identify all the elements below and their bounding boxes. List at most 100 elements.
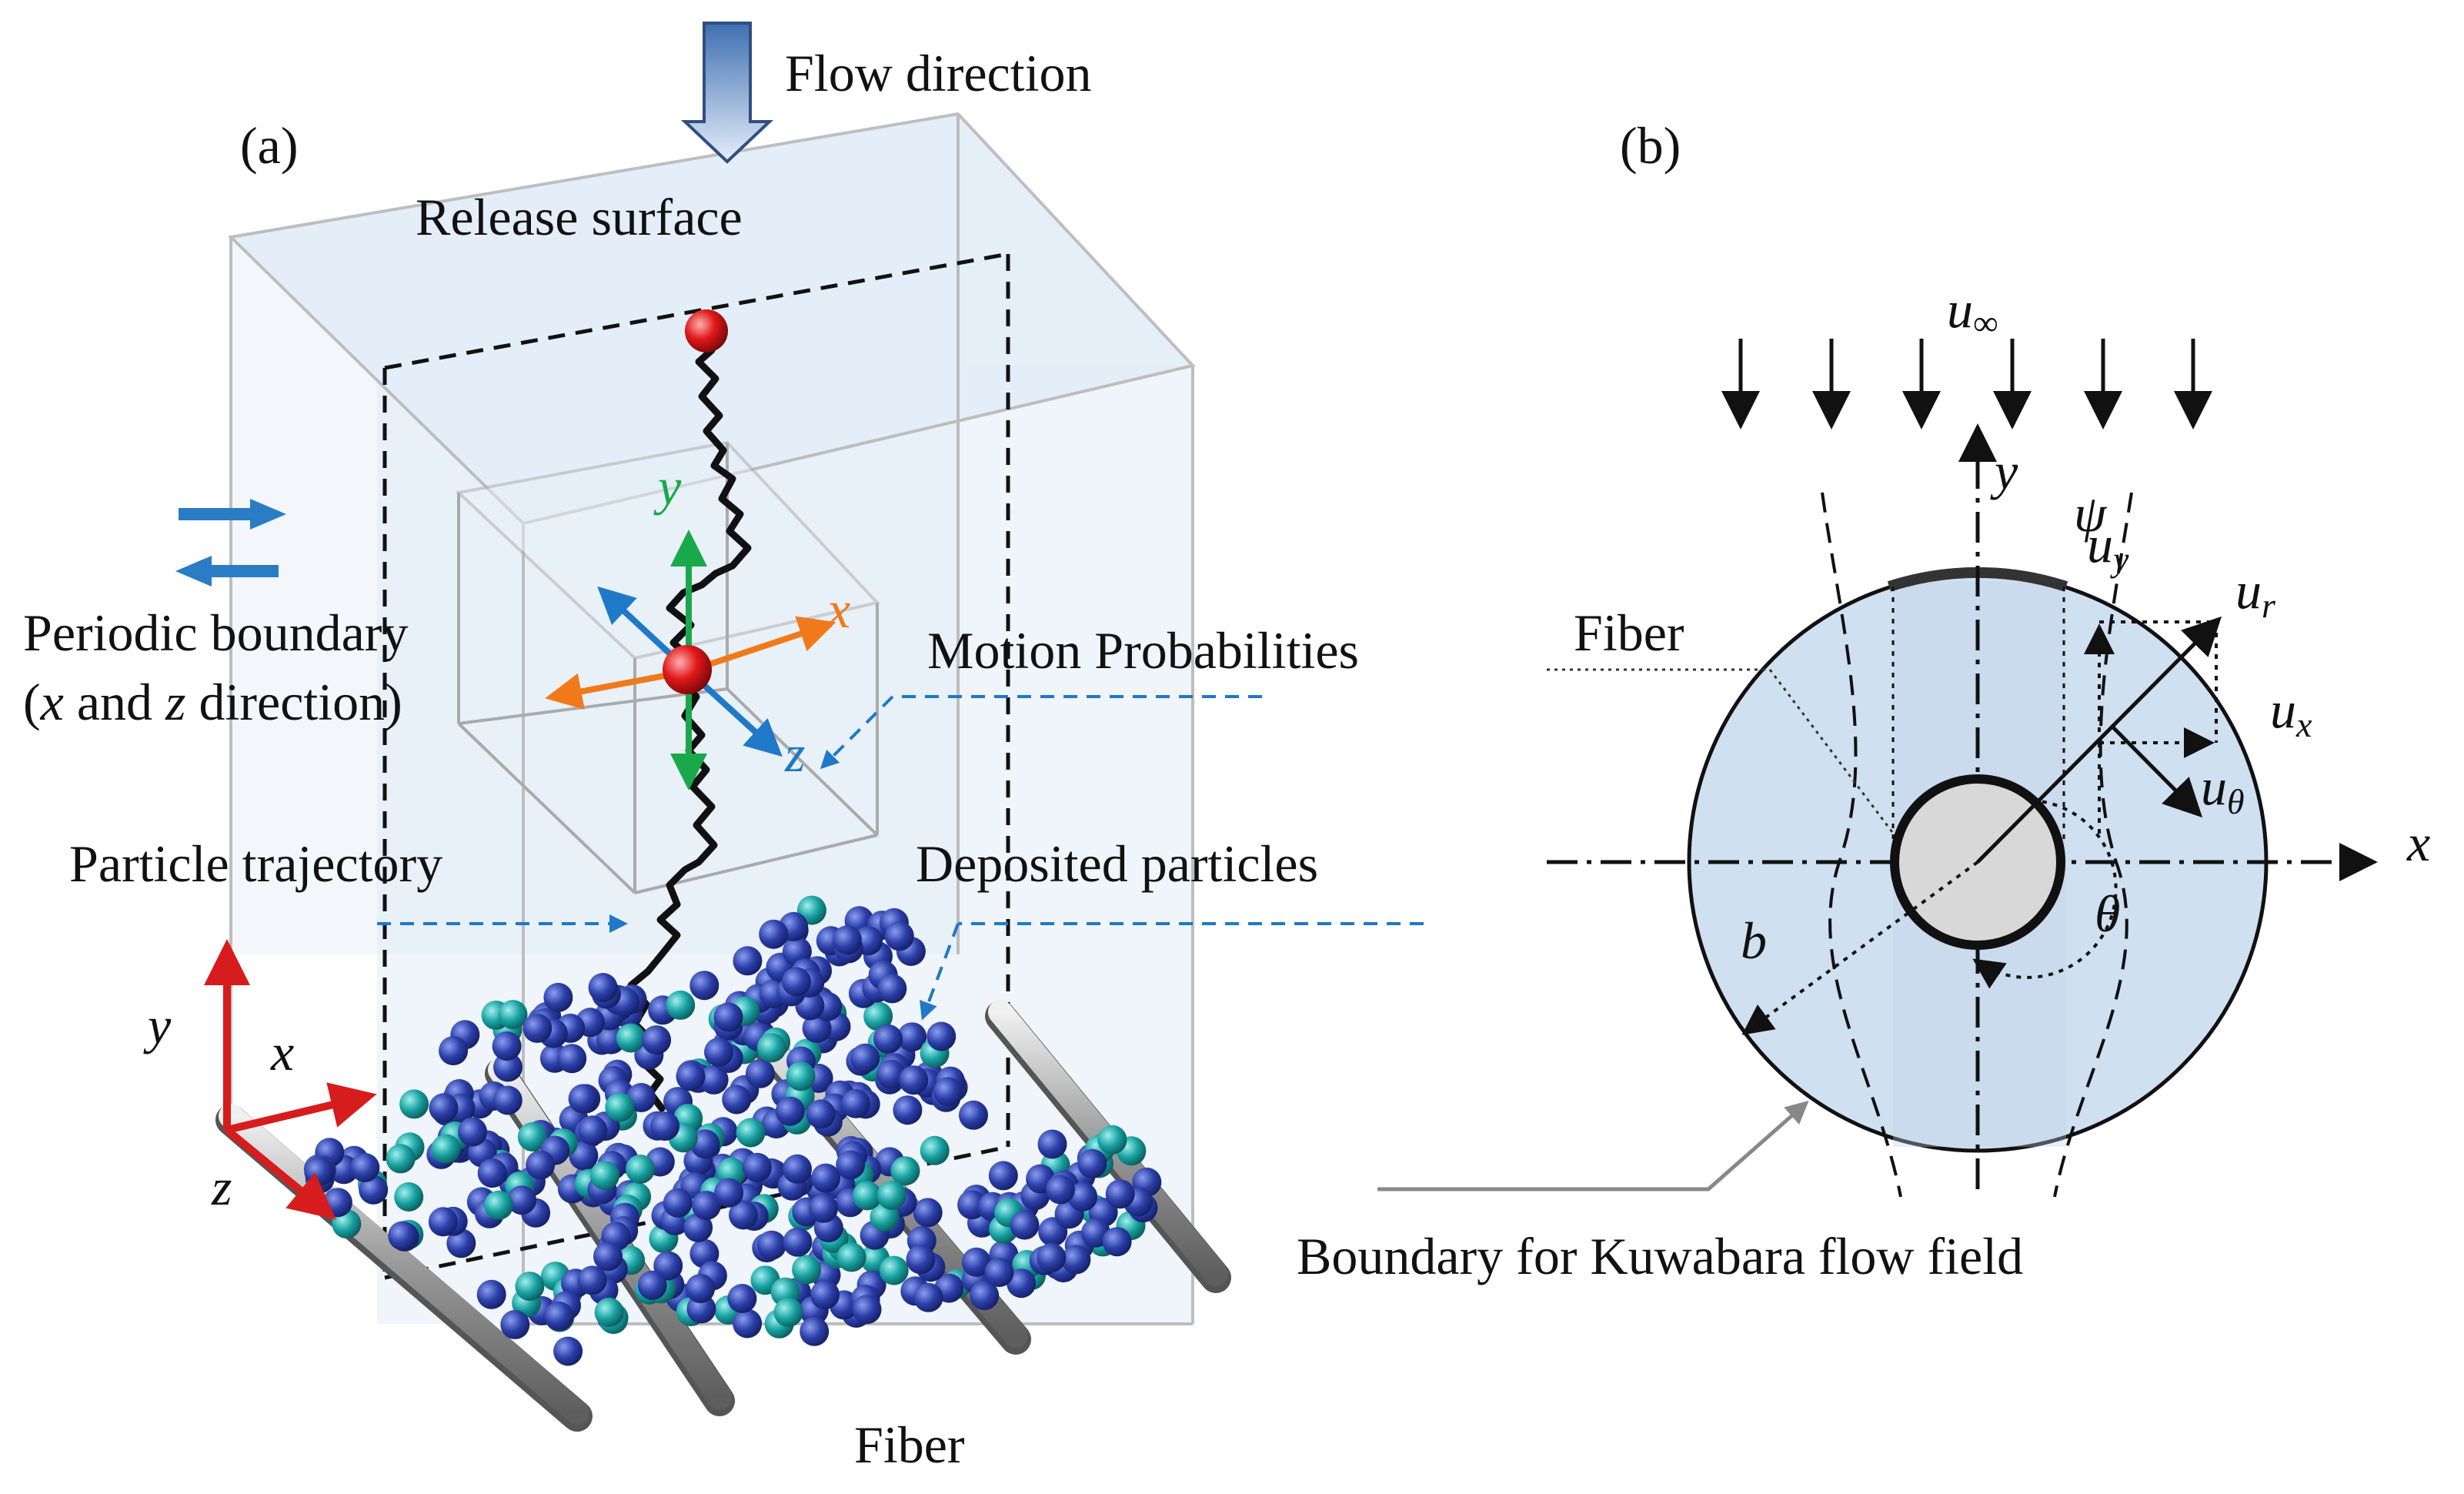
deposited-particle	[458, 1117, 488, 1147]
deposited-particle	[388, 1221, 418, 1251]
deposited-particle	[906, 1245, 936, 1275]
deposited-particle	[439, 1036, 469, 1066]
deposited-particle	[897, 1022, 927, 1052]
panel-b: (b) u∞ y x	[1297, 116, 2430, 1285]
free-stream-arrows	[1721, 339, 2212, 429]
deposited-particle	[841, 1088, 871, 1118]
deposited-particle	[523, 1013, 553, 1043]
deposited-particle	[783, 1227, 813, 1257]
deposited-particle	[1077, 1148, 1107, 1178]
x-axis-label: x	[2406, 814, 2430, 872]
deposited-particle	[626, 1155, 655, 1184]
deposited-particle	[476, 1279, 506, 1309]
deposited-particle	[477, 1158, 507, 1188]
deposited-particle	[359, 1175, 389, 1205]
deposited-particles-label: Deposited particles	[916, 834, 1318, 893]
deposited-particles-leader-tip	[920, 923, 960, 1021]
deposited-particle	[899, 1065, 929, 1095]
deposited-particle	[959, 1100, 988, 1130]
deposited-particle	[666, 990, 696, 1020]
deposited-particle	[446, 1228, 476, 1258]
release-surface-label: Release surface	[416, 188, 743, 246]
deposited-particle	[792, 1255, 822, 1285]
deposited-particle	[809, 1193, 839, 1223]
deposited-particle	[756, 1230, 786, 1260]
deposited-particle	[1046, 1175, 1075, 1205]
deposited-particle	[745, 1058, 775, 1088]
deposited-particle	[428, 1207, 458, 1237]
deposited-particle	[500, 1309, 530, 1339]
deposited-particle	[568, 1084, 598, 1114]
deposited-particle	[1007, 1268, 1037, 1298]
deposited-particle	[920, 1135, 950, 1165]
deposited-particle	[890, 1156, 920, 1186]
deposited-particle	[884, 921, 914, 951]
deposited-particle	[713, 1002, 743, 1032]
probe-z-label: z	[784, 724, 805, 783]
b-radius	[1741, 861, 1979, 1035]
panel-b-label: (b)	[1620, 116, 1681, 175]
deposited-particle	[1105, 1179, 1135, 1209]
deposited-particle	[879, 1255, 909, 1285]
panel-a: (a) Flow direction Release surface	[23, 22, 1424, 1474]
psi-label: ψ	[2074, 484, 2108, 543]
axis-x-label: x	[270, 1023, 294, 1081]
deposited-particle	[970, 1281, 1000, 1311]
boundary-leader	[1377, 1101, 1809, 1192]
deposited-particle	[557, 1044, 587, 1074]
axis-y-label: y	[143, 996, 172, 1054]
deposited-particle	[588, 973, 618, 1002]
u-infinity-label: u∞	[1947, 280, 1998, 343]
deposited-particle	[811, 1163, 840, 1193]
deposited-particle	[689, 971, 720, 1001]
deposited-particle	[913, 1282, 943, 1312]
deposited-particle	[704, 1038, 733, 1067]
deposited-particle	[399, 1089, 429, 1119]
deposited-particle	[722, 1085, 752, 1115]
deposited-particle	[727, 1284, 757, 1313]
b-label: b	[1741, 911, 1767, 970]
deposited-particle	[577, 1265, 607, 1295]
boundary-label: Boundary for Kuwabara flow field	[1297, 1227, 2023, 1285]
u-x-label: ux	[2270, 680, 2312, 744]
deposited-particle	[553, 1336, 583, 1366]
deposited-particle	[961, 1247, 991, 1277]
deposited-particle	[876, 1180, 906, 1210]
deposited-particle	[810, 1280, 840, 1310]
deposited-particle	[733, 946, 763, 976]
fiber-label-a: Fiber	[854, 1415, 965, 1474]
deposited-particle	[543, 982, 573, 1012]
deposited-particle	[507, 1185, 537, 1215]
deposited-particle	[736, 1118, 766, 1148]
deposited-particle	[663, 1188, 693, 1218]
deposited-particle	[714, 1178, 744, 1208]
motion-probabilities-leader-tip	[820, 695, 894, 770]
particle-trajectory-label: Particle trajectory	[69, 834, 442, 893]
u-r-label: ur	[2235, 561, 2276, 625]
deposited-particle	[893, 1095, 923, 1125]
periodic-boundary-direction: (x and z direction)	[23, 673, 402, 731]
deposited-particle	[605, 1092, 635, 1122]
axis-z-label: z	[211, 1158, 232, 1216]
deposited-particle	[913, 1198, 943, 1228]
fiber-leader	[1547, 668, 1896, 836]
y-axis-label: y	[1990, 442, 2018, 500]
probe-y-label: y	[653, 457, 682, 516]
deposited-particle	[852, 1295, 882, 1325]
deposited-particle	[782, 967, 811, 997]
deposited-particle	[756, 1033, 786, 1063]
deposited-particle	[877, 974, 907, 1004]
deposited-particle	[650, 1111, 680, 1141]
deposited-particle	[1097, 1125, 1127, 1155]
deposited-particle	[1061, 1245, 1091, 1275]
fiber-label-b: Fiber	[1574, 603, 1684, 662]
deposited-particle	[431, 1134, 461, 1164]
deposited-particle	[783, 1154, 812, 1184]
theta-arc	[1972, 799, 2118, 989]
deposited-particle	[593, 1242, 623, 1272]
deposited-particle	[578, 1115, 608, 1145]
deposited-particle	[850, 1043, 880, 1073]
u-theta-label: uθ	[2201, 757, 2245, 821]
deposited-particle	[689, 1238, 720, 1268]
